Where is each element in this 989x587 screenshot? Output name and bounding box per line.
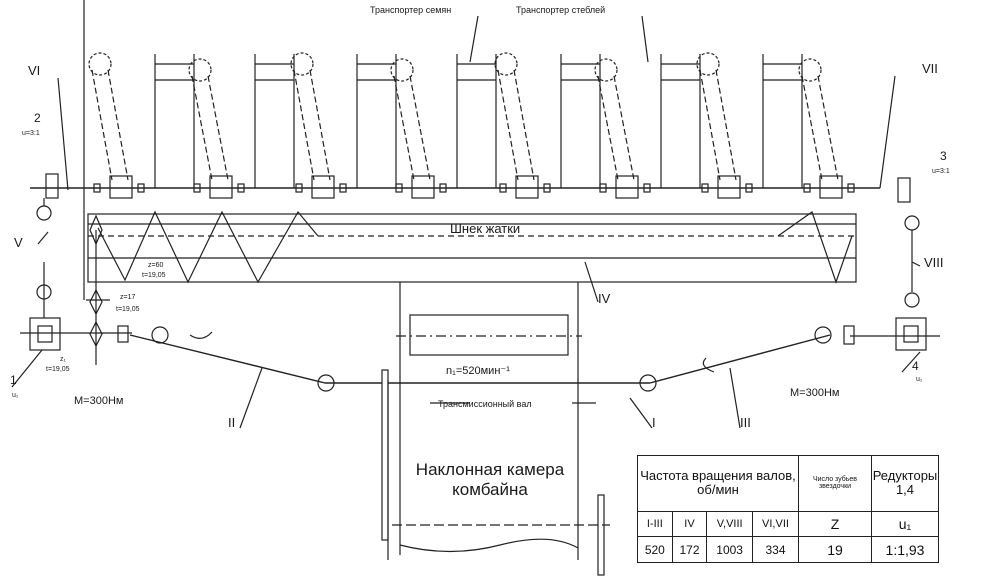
table-header-reducers: Редукторы 1,4	[871, 455, 939, 512]
table-value-2: 172	[671, 536, 708, 563]
table-header-speed: Частота вращения валов, об/мин	[637, 455, 799, 512]
sprocket-low-z: z₁	[60, 356, 66, 363]
table-u-label: u₁	[871, 510, 939, 538]
gearbox-1-number: 1	[10, 373, 17, 387]
sprocket-low-t: t=19,05	[46, 366, 70, 373]
torque-right-label: M=300Нм	[790, 387, 840, 399]
torque-left-label: M=300Нм	[74, 395, 124, 407]
shaft-i-label: I	[652, 415, 656, 430]
seed-conveyor-label: Транспортер семян	[370, 5, 452, 15]
sprocket-top-z: z=60	[148, 262, 164, 269]
conveyor-pulley	[494, 52, 518, 76]
conveyor-pulley	[390, 58, 414, 82]
conveyor-pulley	[88, 52, 112, 76]
gearbox-3-number: 3	[940, 149, 947, 163]
conveyor-drive	[515, 175, 539, 199]
auger-label: Шнек жатки	[450, 221, 521, 236]
shaft-iii-label: III	[740, 415, 751, 430]
gearbox-4-ratio: u₁	[916, 376, 923, 383]
conveyor-pulley	[290, 52, 314, 76]
conveyor-drive	[819, 175, 843, 199]
chamber-label-line2: комбайна	[452, 479, 528, 499]
shaft-vii-label: VII	[922, 61, 938, 76]
stalk-conveyor-label: Транспортер стеблей	[516, 5, 606, 15]
gearbox-1-ratio: u₁	[12, 392, 19, 399]
sprocket-mid-z: z=17	[120, 294, 136, 301]
drive-shaft-label: Трансмиссионный вал	[438, 399, 532, 409]
conveyor-drive	[717, 175, 741, 199]
table-u-value: 1:1,93	[871, 536, 939, 563]
conveyor-drive	[209, 175, 233, 199]
table-z-value: 19	[798, 536, 872, 563]
sprocket-mid-t: t=19,05	[116, 306, 140, 313]
shaft-iv-label: IV	[598, 291, 611, 306]
table-header-teeth: Число зубьев звездочки	[798, 455, 872, 512]
shaft-v-label: V	[14, 235, 23, 250]
shaft-ii-label: II	[228, 415, 236, 430]
conveyor-drive	[109, 175, 133, 199]
table-col-1: I-III	[637, 510, 673, 538]
conveyor-pulley	[696, 52, 720, 76]
conveyor-pulley	[798, 58, 822, 82]
conveyor-drive	[311, 175, 335, 199]
table-value-1: 520	[637, 536, 673, 563]
conveyor-drive	[411, 175, 435, 199]
chamber-label: Наклонная камера комбайна	[410, 460, 570, 499]
conveyor-pulley	[188, 58, 212, 82]
conveyor-pulley	[594, 58, 618, 82]
chamber-label-line1: Наклонная камера	[415, 460, 565, 479]
gearbox-2-number: 2	[34, 111, 41, 125]
table-col-2: IV	[671, 510, 708, 538]
speed-label: n₁=520мин⁻¹	[446, 365, 510, 377]
gearbox-4-number: 4	[912, 359, 919, 373]
shaft-vi-label: VI	[28, 63, 41, 78]
table-col-3: V,VIII	[706, 510, 753, 538]
conveyor-drive	[615, 175, 639, 199]
shaft-viii-label: VIII	[924, 255, 944, 270]
table-col-4: VI,VII	[751, 510, 800, 538]
gearbox-2-ratio: u=3:1	[22, 130, 40, 137]
table-value-4: 334	[751, 536, 800, 563]
table-z-label: Z	[798, 510, 872, 538]
table-value-3: 1003	[706, 536, 753, 563]
specification-table: Частота вращения валов, об/мин Число зуб…	[637, 455, 939, 563]
gearbox-3-ratio: u=3:1	[932, 168, 950, 175]
sprocket-top-t: t=19,05	[142, 272, 166, 279]
